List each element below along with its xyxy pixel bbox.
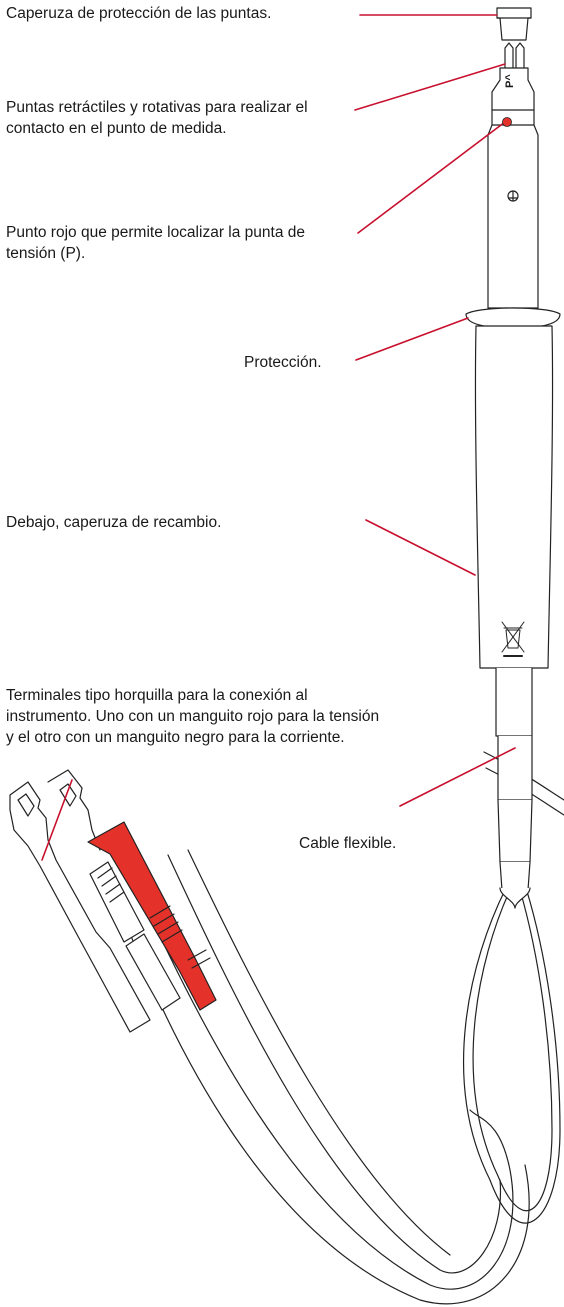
label-red-dot: Punto rojo que permite localizar la punt… — [6, 224, 305, 262]
probe-tips — [504, 42, 525, 69]
leader-lines — [41, 14, 516, 861]
cable-sleeve-lower — [497, 799, 533, 863]
red-sleeve — [87, 821, 217, 1011]
tip-cap — [496, 7, 532, 41]
cable-loop — [463, 887, 561, 1224]
fork-terminal-red — [47, 769, 217, 1011]
leader-red-dot — [357, 121, 506, 234]
weee-bin-icon — [501, 621, 525, 657]
leader-guard — [355, 317, 469, 361]
cable-to-terminals — [109, 849, 530, 1305]
probe-upper-body — [487, 67, 539, 309]
strain-relief — [495, 667, 533, 737]
label-cable: Cable flexible. — [299, 835, 397, 852]
probe-handle — [474, 325, 554, 669]
red-dot — [502, 117, 512, 127]
leader-tips — [354, 63, 506, 111]
label-spare-cap: Debajo, caperuza de recambio. — [6, 514, 222, 531]
label-tips: Puntas retráctiles y rotativas para real… — [6, 99, 308, 137]
protection-guard — [465, 307, 561, 329]
label-guard: Protección. — [244, 354, 322, 371]
leader-terminals — [41, 779, 73, 861]
ground-symbol-icon — [507, 190, 519, 202]
cable-split — [499, 887, 531, 909]
label-tip-cap: Caperuza de protección de las puntas. — [6, 5, 272, 22]
leader-spare-cap — [365, 519, 476, 576]
cable-sleeve — [497, 735, 533, 801]
leader-cable — [399, 747, 516, 807]
cable-junction — [499, 861, 531, 891]
fork-terminal-black — [9, 781, 181, 1033]
label-terminals: Terminales tipo horquilla para la conexi… — [6, 687, 380, 746]
probe-marking: P^ — [504, 74, 516, 88]
